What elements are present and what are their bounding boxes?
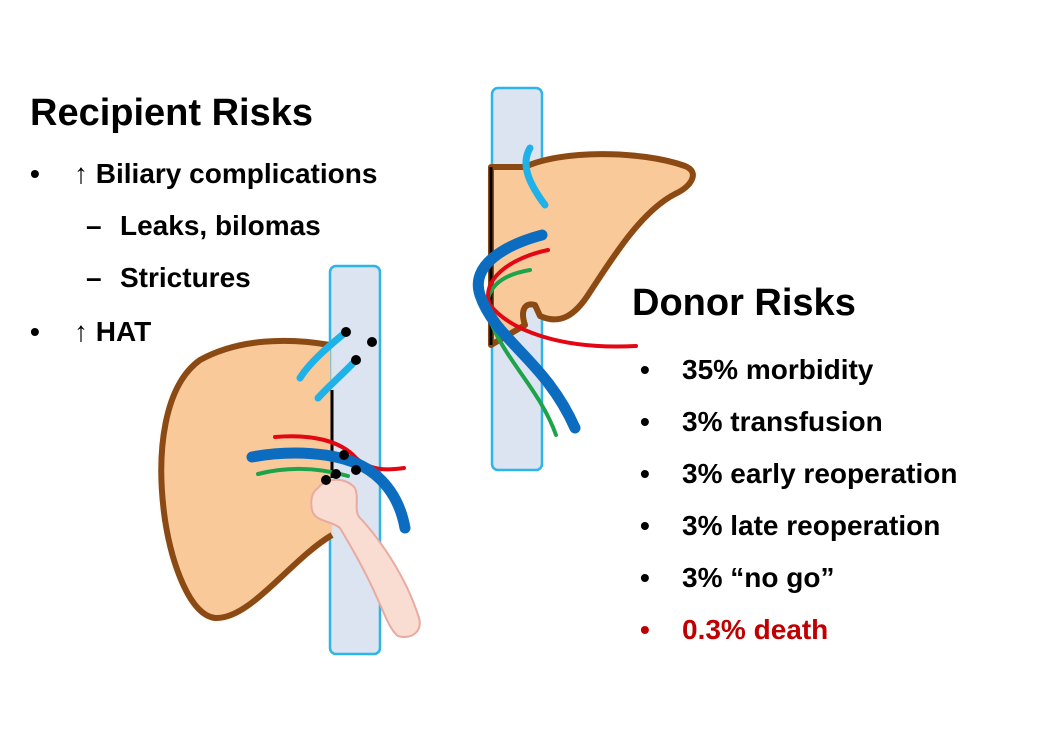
list-item-text: Strictures [120, 262, 251, 293]
bullet-icon: • [640, 458, 650, 489]
bullet-icon: • [640, 354, 650, 385]
donor-bile-duct [522, 144, 549, 209]
list-item-text: ↑ HAT [74, 316, 152, 347]
recipient-liver-graft [158, 337, 334, 622]
dash-icon: – [86, 210, 102, 241]
bullet-icon: • [640, 614, 650, 645]
list-item-text: 0.3% death [682, 614, 829, 645]
bullet-icon: • [640, 510, 650, 541]
bullet-icon: • [30, 158, 40, 189]
suture-dot [351, 355, 361, 365]
bullet-icon: • [30, 316, 40, 347]
suture-dot [331, 469, 341, 479]
suture-dot [339, 450, 349, 460]
suture-dot [367, 337, 377, 347]
recipient-portal-vein [246, 447, 411, 534]
dash-icon: – [86, 262, 102, 293]
list-item-text: 3% “no go” [682, 562, 835, 593]
list-item-text: 3% transfusion [682, 406, 883, 437]
donor-portal-vein [472, 229, 581, 434]
roux-limb [310, 478, 421, 638]
bullet-icon: • [640, 406, 650, 437]
suture-dot [351, 465, 361, 475]
list-item-text: Leaks, bilomas [120, 210, 321, 241]
list-item-text: 35% morbidity [682, 354, 874, 385]
list-item-text: 3% late reoperation [682, 510, 941, 541]
recipient-bile-duct-1 [296, 328, 350, 382]
bullet-icon: • [640, 562, 650, 593]
recipient-risks-title: Recipient Risks [30, 92, 313, 134]
suture-dot [321, 475, 331, 485]
suture-dot [341, 327, 351, 337]
list-item-text: 3% early reoperation [682, 458, 958, 489]
list-item-text: ↑ Biliary complications [74, 158, 378, 189]
donor-risks-title: Donor Risks [632, 282, 856, 324]
